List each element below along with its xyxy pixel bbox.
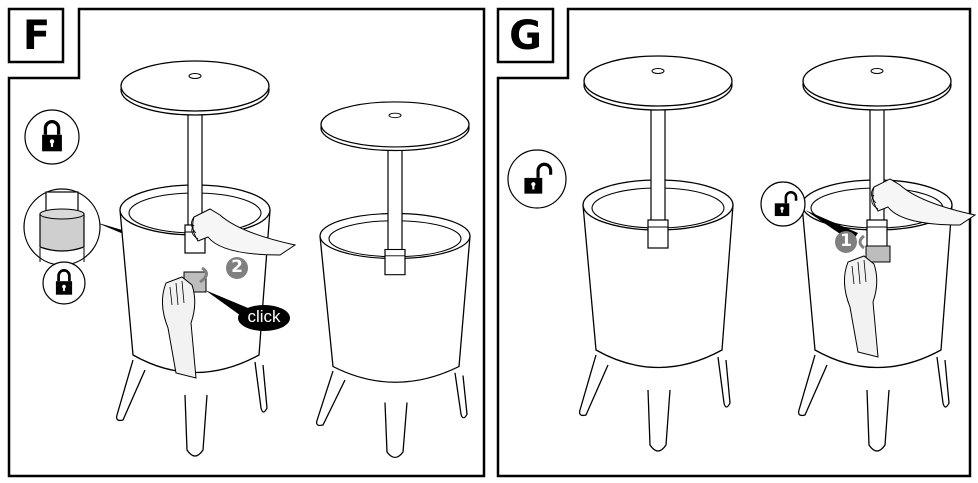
click-text: click xyxy=(247,307,281,326)
step-number-1: 1 xyxy=(840,231,852,251)
click-callout xyxy=(205,290,290,331)
cooler-table-locked xyxy=(315,101,471,459)
lock-closed-icon xyxy=(24,109,80,165)
step-number-badge xyxy=(226,257,248,279)
rotate-arrow-icon xyxy=(199,266,208,284)
step-f-label-box xyxy=(7,7,65,64)
step-g-label-box xyxy=(496,7,555,64)
panel-g-border xyxy=(496,7,972,478)
lock-closed-icon xyxy=(42,261,86,305)
panel-g xyxy=(496,7,976,478)
pole-collar xyxy=(865,245,891,263)
lock-open-icon xyxy=(507,149,567,209)
panel-f xyxy=(7,7,486,478)
step-f-label: F xyxy=(22,13,51,59)
panel-f-border xyxy=(7,7,486,478)
rotate-arrow-icon xyxy=(858,234,865,250)
step-number-2: 2 xyxy=(231,257,243,277)
step-number-badge xyxy=(835,231,857,253)
cooler-table-raised xyxy=(578,55,734,452)
step-g-label: G xyxy=(509,13,542,59)
